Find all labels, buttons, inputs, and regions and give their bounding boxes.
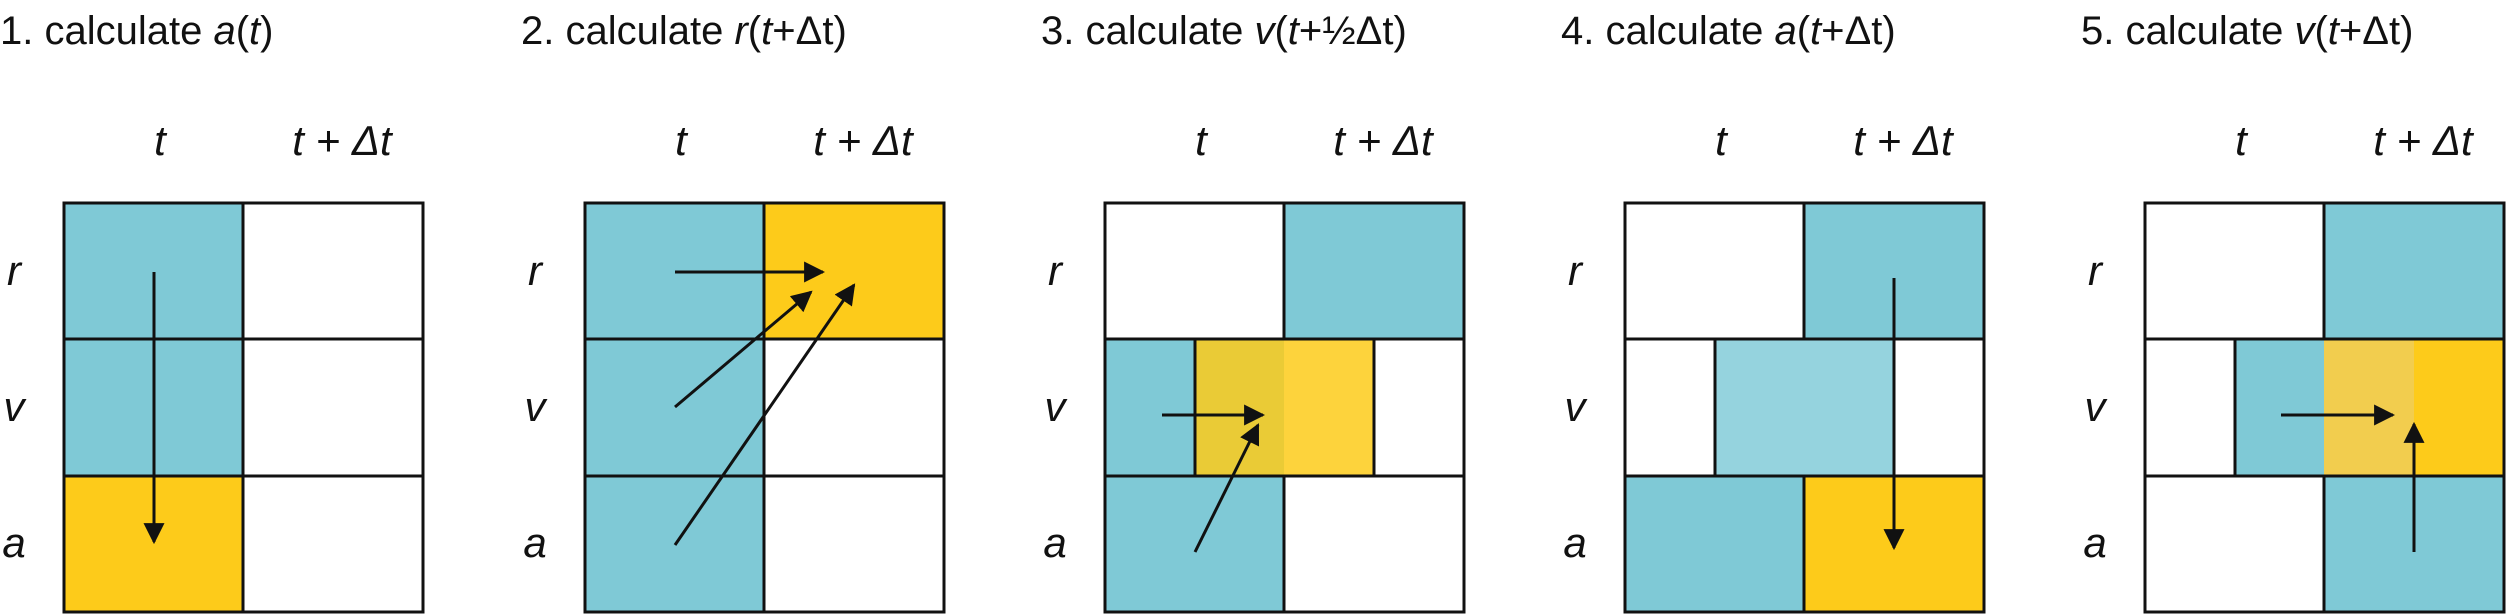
row-label-v: v xyxy=(1045,383,1069,430)
col-header-t: t xyxy=(154,117,168,164)
col-header-t: t xyxy=(675,117,689,164)
row-label-r: r xyxy=(1048,247,1064,294)
row-label-v: v xyxy=(525,383,549,430)
row-label-a: a xyxy=(2,519,25,566)
col-header-t-dt: t + Δt xyxy=(813,117,915,164)
cell-a-dt xyxy=(1284,476,1464,612)
row-label-r: r xyxy=(2088,247,2104,294)
row-label-v: v xyxy=(4,383,28,430)
col-header-t: t xyxy=(1195,117,1209,164)
col-header-t-dt: t + Δt xyxy=(1333,117,1435,164)
row-label-r: r xyxy=(1568,247,1584,294)
row-label-v: v xyxy=(2085,383,2109,430)
row-label-a: a xyxy=(2083,519,2106,566)
grid-lines xyxy=(1103,201,1466,614)
cell-a-t xyxy=(1625,476,1804,612)
cell-v-half-step xyxy=(1715,339,1894,476)
step-title-4: 4. calculate a(t+Δt) xyxy=(1561,9,1896,53)
grid-lines xyxy=(583,201,946,614)
arrow-v-to-r xyxy=(674,290,813,409)
step-panel-5: 5. calculate v(t+Δt) t t + Δt r v a xyxy=(2081,9,2506,614)
step-title-1: 1. calculate a(t) xyxy=(0,9,274,53)
cell-a-t xyxy=(2145,476,2324,612)
step-panel-1: 1. calculate a(t) t t + Δt r v a xyxy=(0,9,425,614)
col-header-t-dt: t + Δt xyxy=(2373,117,2475,164)
cell-r-dt xyxy=(1284,203,1464,339)
row-label-v: v xyxy=(1565,383,1589,430)
col-header-t: t xyxy=(2235,117,2249,164)
step-panel-2: 2. calculate r(t+Δt) t t + Δt r v a xyxy=(521,9,946,614)
cell-r-t xyxy=(1625,203,1804,339)
arrow-a-to-r xyxy=(673,283,856,546)
cell-v-overlap xyxy=(2324,339,2414,476)
row-label-a: a xyxy=(1563,519,1586,566)
cell-r-t xyxy=(1105,203,1284,339)
col-header-t-dt: t + Δt xyxy=(292,117,394,164)
step-panel-3: 3. calculate v(t+½Δt) t t + Δt r v a xyxy=(1041,9,1466,614)
step-panel-4: 4. calculate a(t+Δt) t t + Δt r v a xyxy=(1561,9,1986,614)
col-header-t-dt: t + Δt xyxy=(1853,117,1955,164)
cell-v-t xyxy=(585,339,764,476)
col-header-t: t xyxy=(1715,117,1729,164)
step-title-3: 3. calculate v(t+½Δt) xyxy=(1041,9,1407,53)
row-label-a: a xyxy=(523,519,546,566)
cell-a-dt xyxy=(243,476,423,612)
row-label-r: r xyxy=(7,247,23,294)
step-title-2: 2. calculate r(t+Δt) xyxy=(521,9,847,53)
cell-v-half-step xyxy=(1195,339,1374,476)
arrow-a-to-half xyxy=(1193,423,1260,553)
grid-lines xyxy=(62,201,425,614)
cell-a-dt xyxy=(764,476,944,612)
cell-r-t xyxy=(2145,203,2324,339)
grid-lines xyxy=(2143,201,2506,614)
cell-v-dt xyxy=(764,339,944,476)
cell-v-dt xyxy=(243,339,423,476)
cell-a-t xyxy=(1105,476,1284,612)
row-label-a: a xyxy=(1043,519,1066,566)
cell-v-half-step xyxy=(2235,339,2324,476)
row-label-r: r xyxy=(528,247,544,294)
step-title-5: 5. calculate v(t+Δt) xyxy=(2081,9,2413,53)
cell-r-dt xyxy=(243,203,423,339)
cell-r-dt xyxy=(2324,203,2504,339)
